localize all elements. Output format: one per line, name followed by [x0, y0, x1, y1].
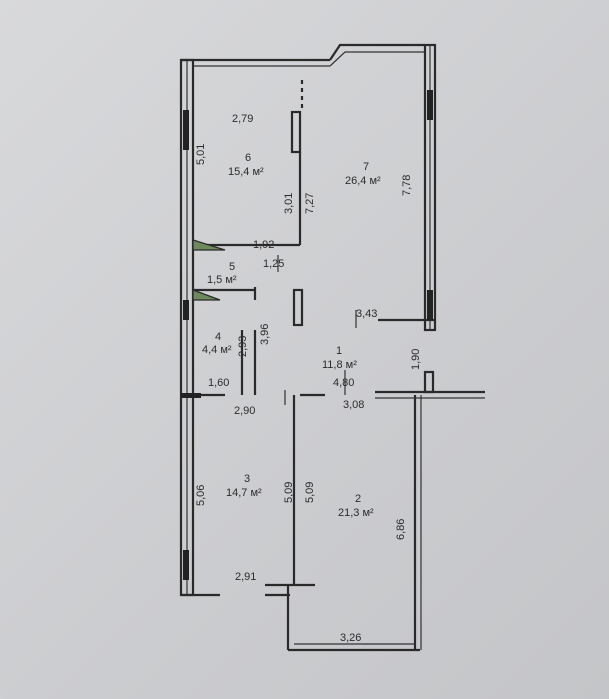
dim-5-06: 5,06 [195, 484, 207, 506]
dimension-lines [277, 255, 357, 395]
room-6-area: 15,4 м² [228, 166, 264, 178]
room-1-area: 11,8 м² [322, 359, 357, 371]
dim-1-90: 1,90 [410, 348, 422, 370]
room-3-area: 14,7 м² [226, 487, 262, 499]
room-6-number: 6 [245, 152, 252, 164]
dim-2-90: 2,90 [234, 405, 256, 417]
room-7-area: 26,4 м² [345, 175, 381, 187]
room-2-area: 21,3 м² [338, 507, 374, 519]
room-5-area: 1,5 м² [207, 274, 237, 286]
outer-walls [179, 43, 485, 652]
dim-7-27: 7,27 [304, 192, 316, 214]
dim-4-80: 4,80 [333, 377, 355, 389]
dim-1-60: 1,60 [208, 377, 230, 389]
wall-6-7-lower [292, 288, 304, 327]
dim-3-43: 3,43 [356, 308, 378, 320]
dim-2-79: 2,79 [232, 113, 254, 125]
dim-1-25: 1,25 [263, 258, 285, 270]
dim-2-93: 2,93 [237, 335, 249, 357]
dim-6-86: 6,86 [395, 518, 407, 540]
dim-3-26: 3,26 [340, 632, 362, 644]
room-3-number: 3 [244, 473, 251, 485]
room-4-number: 4 [215, 331, 222, 343]
room-1-number: 1 [336, 345, 343, 357]
dim-2-91: 2,91 [235, 571, 257, 583]
dim-5-09-right: 5,09 [304, 481, 316, 503]
dim-3-08: 3,08 [343, 399, 365, 411]
dim-3-96: 3,96 [259, 323, 271, 345]
dim-5-01: 5,01 [195, 143, 207, 165]
wall-6-7-upper [290, 110, 302, 154]
room-5-number: 5 [229, 261, 236, 273]
dim-7-78: 7,78 [401, 174, 413, 196]
dim-1-92: 1,92 [253, 239, 275, 251]
dim-3-01: 3,01 [283, 192, 295, 214]
room-2-number: 2 [355, 493, 362, 505]
interior-walls [181, 80, 433, 585]
room-4-area: 4,4 м² [202, 344, 232, 356]
top-wall-bay [329, 43, 425, 61]
room-7-number: 7 [363, 161, 370, 173]
dim-5-09-left: 5,09 [283, 481, 295, 503]
